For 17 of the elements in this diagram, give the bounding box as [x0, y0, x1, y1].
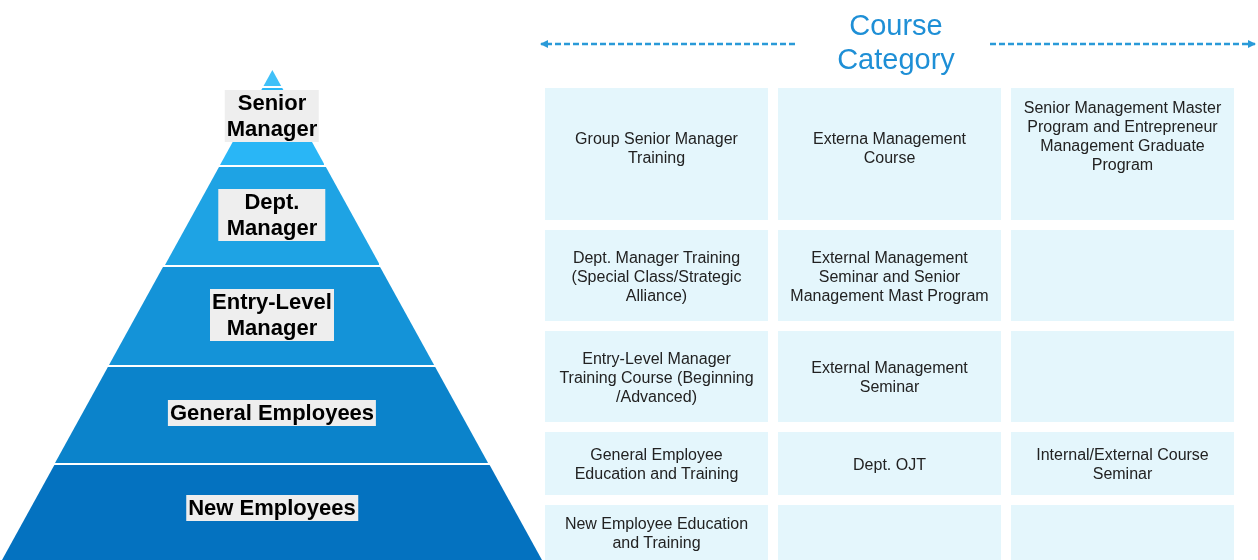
tier-label: Dept. Manager — [218, 189, 326, 241]
course-name: General Employee Education and Training — [573, 444, 740, 483]
tier-label: General Employees — [167, 400, 377, 426]
section-title: Course Category — [836, 8, 956, 76]
course-name: New Employee Education and Training — [563, 513, 750, 552]
tier-label: Entry-Level Manager — [210, 289, 334, 341]
course-name: Dept. Manager Training (Special Class/Strategic Alliance) — [570, 247, 743, 304]
course-name: Group Senior Manager Training — [574, 129, 739, 167]
course-name: Dept. OJT — [852, 454, 927, 473]
tier-label: New Employees — [186, 495, 358, 521]
course-name: Entry-Level Manager Training Course (Beginning /Advanced) — [558, 348, 755, 405]
course-name: Externa Management Course — [812, 129, 967, 167]
course-name: External Management Seminar and Senior Management Mast Program — [789, 247, 990, 304]
tier-label: Senior Manager — [224, 90, 320, 142]
course-name: Internal/External Course Seminar — [1035, 444, 1210, 483]
course-name: External Management Seminar — [810, 357, 969, 396]
course-name: Senior Management Master Program and Entrepreneur Management Graduate Program — [1022, 98, 1223, 174]
